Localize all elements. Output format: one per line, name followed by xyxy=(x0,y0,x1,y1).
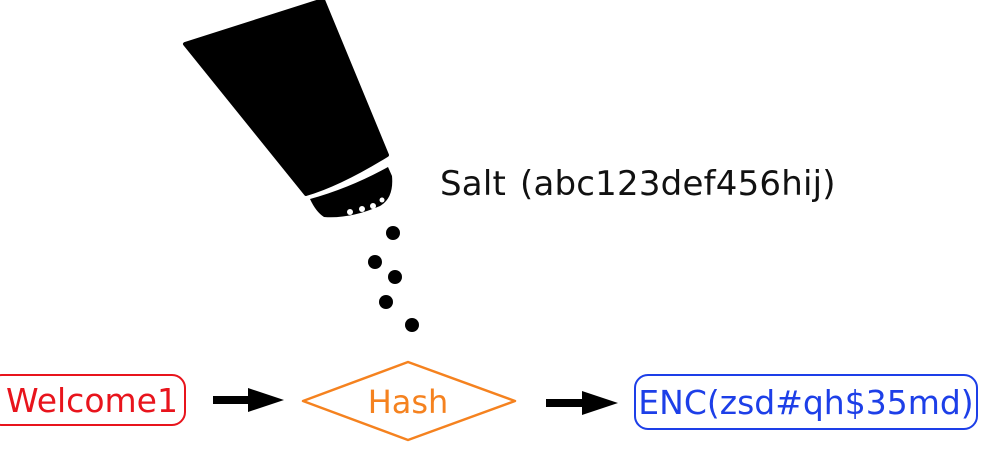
output-text: ENC(zsd#qh$35md) xyxy=(638,382,974,422)
salt-grain-icon xyxy=(405,318,419,332)
salt-grain-icon xyxy=(388,270,402,284)
input-box: Welcome1 xyxy=(0,374,186,426)
hash-label: Hash xyxy=(367,383,449,421)
shaker-hole-icon xyxy=(379,197,385,203)
arrow-right-icon xyxy=(546,391,618,415)
salt-shaker-icon xyxy=(183,0,389,196)
salt-grain-icon xyxy=(368,255,382,269)
hash-diamond-shape xyxy=(301,360,517,442)
salt-value: (abc123def456hij) xyxy=(520,164,836,204)
shaker-hole-icon xyxy=(370,203,376,209)
shaker-hole-icon xyxy=(347,209,353,215)
input-text: Welcome1 xyxy=(6,380,178,420)
salt-grain-icon xyxy=(386,226,400,240)
salt-grain-icon xyxy=(379,295,393,309)
salt-title: Salt xyxy=(440,164,506,204)
output-box: ENC(zsd#qh$35md) xyxy=(634,374,978,430)
salt-label: Salt (abc123def456hij) xyxy=(440,164,836,204)
arrow-right-icon xyxy=(213,388,284,412)
shaker-hole-icon xyxy=(359,206,365,212)
